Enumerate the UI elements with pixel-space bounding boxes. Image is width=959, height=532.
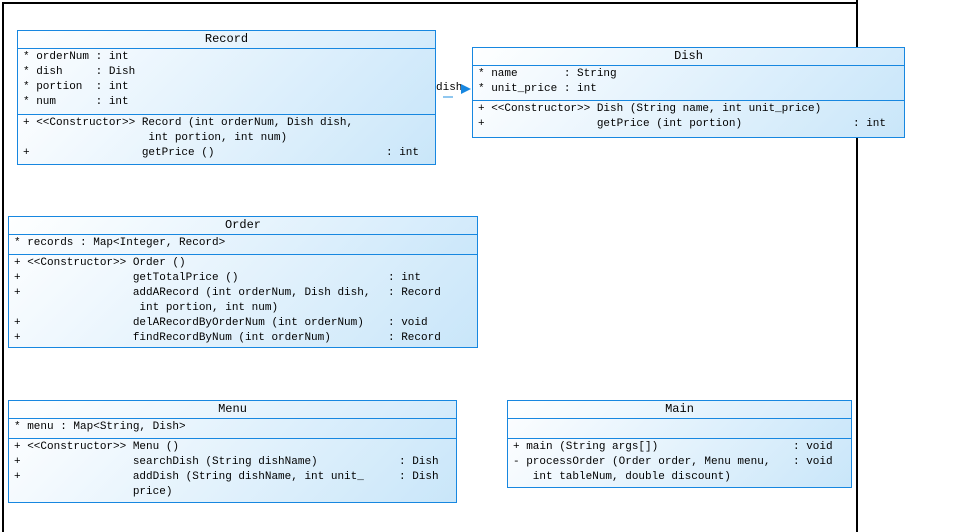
method-signature: + <<Constructor>> Dish (String name, int…: [478, 103, 822, 115]
association-arrowhead-icon: [461, 84, 471, 94]
attributes-compartment: * records : Map<Integer, Record>: [9, 235, 477, 255]
method-continuation-row[interactable]: int tableNum, double discount): [513, 470, 846, 485]
method-return-type: : int: [388, 272, 422, 284]
page-border-left: [2, 2, 4, 532]
method-continuation-row[interactable]: price): [14, 485, 451, 500]
method-row[interactable]: + getPrice () : int: [23, 146, 430, 161]
method-signature: + getTotalPrice (): [14, 272, 239, 284]
method-signature: + delARecordByOrderNum (int orderNum): [14, 317, 364, 329]
uml-class-order[interactable]: Order * records : Map<Integer, Record> +…: [8, 216, 478, 348]
method-return-type: : Record: [388, 287, 441, 299]
method-signature: + addARecord (int orderNum, Dish dish,: [14, 287, 371, 299]
method-signature: + main (String args[]): [513, 441, 659, 453]
method-continuation-row[interactable]: int portion, int num): [14, 301, 472, 316]
method-return-type: : int: [386, 147, 420, 159]
methods-compartment: + <<Constructor>> Order () + getTotalPri…: [9, 255, 477, 347]
attribute-row[interactable]: * name : String: [478, 68, 617, 80]
uml-class-main[interactable]: Main + main (String args[]) : void - pro…: [507, 400, 852, 488]
class-title[interactable]: Order: [9, 217, 477, 235]
method-row[interactable]: + getTotalPrice () : int: [14, 271, 472, 286]
method-signature: + addDish (String dishName, int unit_: [14, 471, 364, 483]
methods-compartment: + <<Constructor>> Dish (String name, int…: [473, 101, 904, 137]
method-row[interactable]: + <<Constructor>> Dish (String name, int…: [478, 102, 899, 117]
method-signature: + <<Constructor>> Menu (): [14, 441, 180, 453]
method-row[interactable]: + <<Constructor>> Order (): [14, 256, 472, 271]
method-row[interactable]: - processOrder (Order order, Menu menu, …: [513, 455, 846, 470]
attribute-row[interactable]: * dish : Dish: [23, 66, 136, 78]
association-label[interactable]: dish: [436, 82, 463, 95]
method-signature: + <<Constructor>> Order (): [14, 257, 186, 269]
method-row[interactable]: + delARecordByOrderNum (int orderNum) : …: [14, 316, 472, 331]
attribute-row[interactable]: * num : int: [23, 96, 129, 108]
method-continuation-row[interactable]: int portion, int num): [23, 131, 430, 146]
method-signature: + getPrice (): [23, 147, 215, 159]
method-signature: int tableNum, double discount): [513, 471, 731, 483]
class-title[interactable]: Record: [18, 31, 435, 49]
attributes-compartment: * orderNum : int * dish : Dish * portion…: [18, 49, 435, 115]
page-border-top: [2, 2, 857, 4]
method-return-type: : void: [793, 456, 833, 468]
method-row[interactable]: + main (String args[]) : void: [513, 440, 846, 455]
methods-compartment: + main (String args[]) : void - processO…: [508, 439, 851, 487]
method-row[interactable]: + <<Constructor>> Record (int orderNum, …: [23, 116, 430, 131]
method-signature: int portion, int num): [23, 132, 288, 144]
attributes-compartment: * name : String * unit_price : int: [473, 66, 904, 101]
class-title[interactable]: Main: [508, 401, 851, 419]
attributes-compartment: * menu : Map<String, Dish>: [9, 419, 456, 439]
method-return-type: : Record: [388, 332, 441, 344]
method-row[interactable]: + <<Constructor>> Menu (): [14, 440, 451, 455]
method-signature: + findRecordByNum (int orderNum): [14, 332, 331, 344]
method-row[interactable]: + addDish (String dishName, int unit_ : …: [14, 470, 451, 485]
attributes-compartment: [508, 419, 851, 439]
method-signature: price): [14, 486, 173, 498]
method-return-type: : void: [388, 317, 428, 329]
method-signature: int portion, int num): [14, 302, 279, 314]
method-return-type: : int: [853, 118, 887, 130]
method-signature: + <<Constructor>> Record (int orderNum, …: [23, 117, 354, 129]
uml-class-dish[interactable]: Dish * name : String * unit_price : int …: [472, 47, 905, 138]
attribute-row[interactable]: * unit_price : int: [478, 83, 597, 95]
attribute-row[interactable]: * menu : Map<String, Dish>: [14, 421, 186, 433]
method-signature: + getPrice (int portion): [478, 118, 743, 130]
association-line: [443, 96, 453, 98]
attribute-row[interactable]: * orderNum : int: [23, 51, 129, 63]
method-signature: + searchDish (String dishName): [14, 456, 318, 468]
attribute-row[interactable]: * portion : int: [23, 81, 129, 93]
uml-class-menu[interactable]: Menu * menu : Map<String, Dish> + <<Cons…: [8, 400, 457, 503]
method-row[interactable]: + addARecord (int orderNum, Dish dish, :…: [14, 286, 472, 301]
method-row[interactable]: + getPrice (int portion) : int: [478, 117, 899, 132]
attribute-row[interactable]: * records : Map<Integer, Record>: [14, 237, 226, 249]
method-row[interactable]: + findRecordByNum (int orderNum) : Recor…: [14, 331, 472, 346]
method-return-type: : void: [793, 441, 833, 453]
method-return-type: : Dish: [399, 456, 439, 468]
class-title[interactable]: Dish: [473, 48, 904, 66]
method-return-type: : Dish: [399, 471, 439, 483]
page-break-line: [856, 0, 858, 532]
method-signature: - processOrder (Order order, Menu menu,: [513, 456, 771, 468]
class-title[interactable]: Menu: [9, 401, 456, 419]
methods-compartment: + <<Constructor>> Menu () + searchDish (…: [9, 439, 456, 502]
method-row[interactable]: + searchDish (String dishName) : Dish: [14, 455, 451, 470]
methods-compartment: + <<Constructor>> Record (int orderNum, …: [18, 115, 435, 164]
uml-class-record[interactable]: Record * orderNum : int * dish : Dish * …: [17, 30, 436, 165]
